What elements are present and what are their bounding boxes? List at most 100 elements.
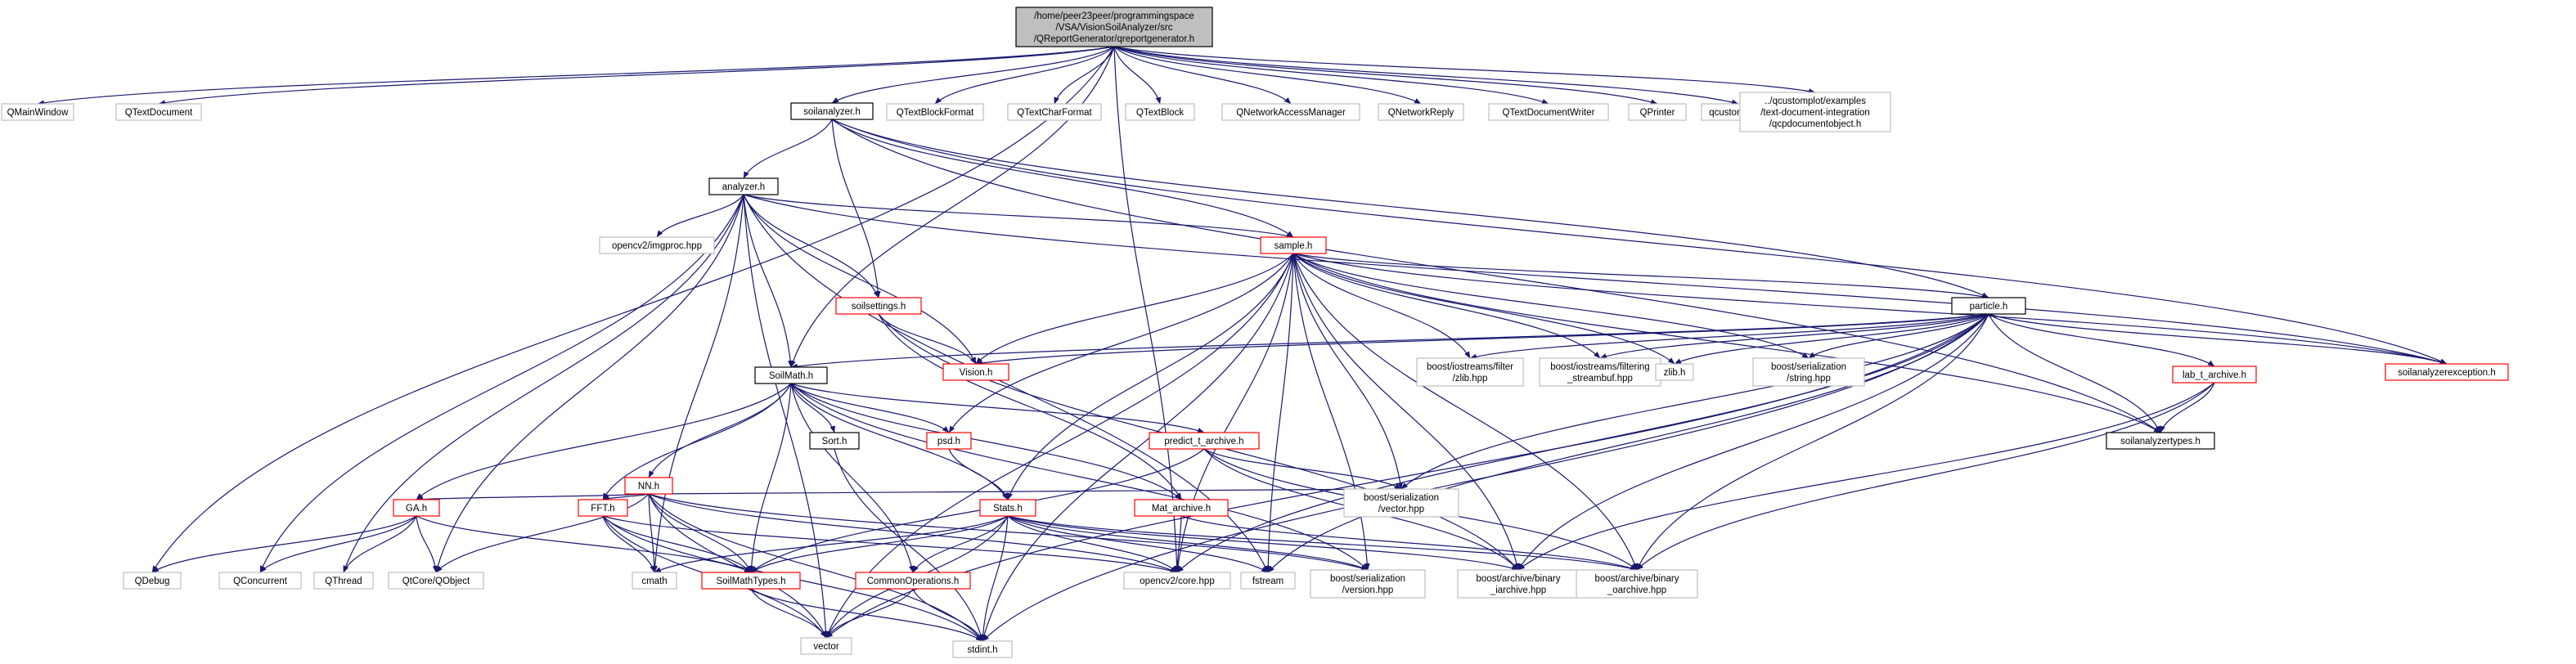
node-root[interactable]: /home/peer23peer/programmingspace/VSA/Vi… (1015, 7, 1213, 47)
node-box (855, 572, 971, 590)
node-label: QtCore/QObject (402, 577, 470, 586)
node-soilanalyzertypes[interactable]: soilanalyzertypes.h (2106, 432, 2215, 450)
node-label: /home/peer23peer/programmingspace (1034, 11, 1194, 21)
node-label: sample.h (1275, 241, 1313, 251)
edge-predict_t_archive-to-ser_vector (1203, 448, 1402, 490)
node-label: /version.hpp (1342, 585, 1394, 595)
node-label: predict_t_archive.h (1164, 437, 1243, 446)
edge-ga-to-qdebug (151, 515, 417, 573)
node-nn[interactable]: NN.h (624, 477, 673, 495)
edge-stats-to-commonops (912, 515, 1009, 573)
node-commonops[interactable]: CommonOperations.h (855, 572, 971, 590)
node-label: soilanalyzertypes.h (2120, 437, 2201, 446)
edge-stats-to-binary_oarchive (1007, 515, 1638, 572)
node-sample[interactable]: sample.h (1260, 236, 1327, 254)
node-box (1125, 103, 1195, 121)
node-sort[interactable]: Sort.h (809, 432, 860, 450)
edge-particle-to-filtering_streambuf (1599, 313, 1989, 359)
node-label: Vision.h (960, 368, 993, 378)
node-label: ../qcustomplot/examples (1765, 96, 1866, 106)
node-label: /vector.hpp (1378, 505, 1424, 514)
node-label: QNetworkReply (1388, 108, 1454, 118)
node-label: NN.h (638, 482, 659, 491)
edge-particle-to-zlib_filter (1469, 313, 1989, 360)
node-soilanalyzer[interactable]: soilanalyzer.h (790, 102, 874, 120)
node-mat_archive[interactable]: Mat_archive.h (1134, 499, 1229, 517)
edge-soilmathtypes-to-stdint (750, 588, 983, 642)
edge-root-to-qtdw (1113, 46, 1549, 105)
node-box (1752, 357, 1865, 387)
node-predict_t_archive[interactable]: predict_t_archive.h (1149, 432, 1260, 450)
edge-root-to-qnam (1113, 46, 1292, 105)
edge-nn-to-soilmathtypes (648, 493, 752, 573)
node-qtextcharformat: QTextCharFormat (1007, 103, 1102, 121)
node-particle[interactable]: particle.h (1951, 297, 2026, 315)
node-box (1260, 236, 1327, 254)
node-vector: vector (800, 637, 852, 655)
node-lab_t_archive[interactable]: lab_t_archive.h (2172, 366, 2257, 384)
node-label: /string.hpp (1787, 374, 1831, 384)
edge-root-to-qtextblockformat (934, 46, 1115, 105)
edge-soilmath-to-ser_version (790, 383, 1369, 571)
node-label: cmath (641, 577, 667, 586)
node-soilsettings[interactable]: soilsettings.h (835, 297, 922, 315)
node-soilanalyzerexception[interactable]: soilanalyzerexception.h (2385, 363, 2509, 381)
node-qtextblock: QTextBlock (1125, 103, 1195, 121)
node-box (1310, 569, 1426, 599)
node-box (1, 103, 74, 121)
edge-root-to-qmainwindow (37, 46, 1115, 106)
edge-soilsettings-to-mat_archive (878, 313, 1182, 500)
node-label: _iarchive.hpp (1490, 585, 1546, 595)
edge-root-to-qdebug (151, 46, 1115, 573)
edge-analyzer-to-vision (743, 194, 977, 365)
node-ser_version: boost/serialization/version.hpp (1310, 569, 1426, 599)
node-qtextblockformat: QTextBlockFormat (886, 103, 984, 121)
edge-particle-to-soilanalyzertypes (1988, 313, 2161, 433)
edge-sample-to-ser_vector (1292, 253, 1404, 490)
node-label: QThread (325, 577, 362, 586)
edge-soilanalyzer-to-sample (831, 119, 1294, 238)
edge-stats-to-stdint (980, 515, 1009, 642)
node-label: SoilMath.h (769, 371, 813, 381)
edge-sample-to-vector (825, 253, 1294, 639)
node-label: particle.h (1970, 302, 2008, 312)
node-box (123, 572, 182, 590)
edge-particle-to-zlib (1674, 313, 1989, 365)
edge-particle-to-lab_t_archive (1988, 313, 2215, 367)
node-ga[interactable]: GA.h (393, 499, 440, 517)
node-psd[interactable]: psd.h (926, 432, 972, 450)
edge-sample-to-stdint (981, 253, 1294, 642)
node-box (1416, 357, 1524, 387)
node-qcpdoc: ../qcustomplot/examples/text-document-in… (1739, 92, 1891, 132)
node-stats[interactable]: Stats.h (979, 499, 1036, 517)
edge-sample-to-zlib_filter (1292, 253, 1471, 359)
node-box (388, 572, 484, 590)
node-label: GA.h (406, 504, 427, 514)
node-label: boost/iostreams/filter (1427, 362, 1513, 372)
node-label: soilsettings.h (852, 302, 906, 312)
edge-root-to-qprinter (1113, 46, 1658, 105)
edge-nn-to-opencv_core (648, 493, 1178, 573)
node-vision[interactable]: Vision.h (942, 363, 1009, 381)
node-label: /qcpdocumentobject.h (1769, 119, 1862, 129)
edge-stats-to-fstream (1007, 515, 1269, 573)
node-soilmath[interactable]: SoilMath.h (754, 366, 828, 384)
node-box (313, 572, 374, 590)
node-fft[interactable]: FFT.h (578, 499, 628, 517)
node-label: QDebug (135, 577, 170, 586)
node-analyzer[interactable]: analyzer.h (708, 177, 779, 195)
edge-particle-to-binary_oarchive (1636, 313, 1989, 571)
node-box (800, 637, 852, 655)
edge-root-to-qtextblock (1113, 46, 1162, 105)
edge-root-to-soilmath (790, 46, 1115, 368)
node-qconcurrent: QConcurrent (218, 572, 302, 590)
node-filtering_streambuf: boost/iostreams/filtering_streambuf.hpp (1539, 357, 1661, 387)
node-box (979, 499, 1036, 517)
edge-lab_t_archive-to-binary_iarchive (1517, 382, 2215, 571)
edge-analyzer-to-soilmath (743, 194, 793, 368)
edge-soilmath-to-ga (416, 383, 792, 500)
node-label: boost/archive/binary (1477, 574, 1561, 584)
edge-sample-to-soilanalyzerexception (1292, 253, 2448, 366)
node-soilmathtypes[interactable]: SoilMathTypes.h (701, 572, 801, 590)
edge-commonops-to-stdint (912, 588, 983, 642)
